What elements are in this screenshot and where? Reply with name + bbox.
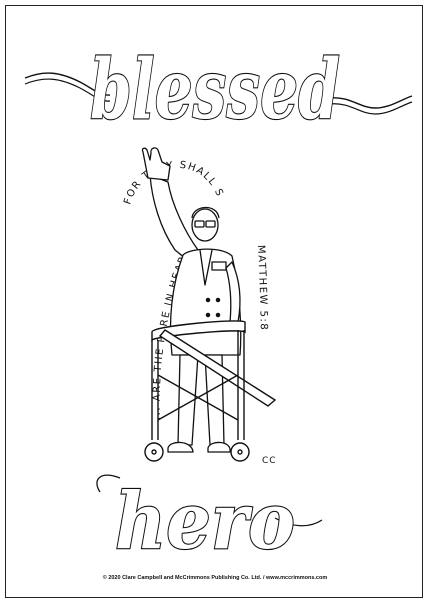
hair	[191, 206, 220, 219]
blessed-swash-left	[24, 72, 111, 96]
copyright-line: © 2020 Clare Campbell and McCrimmons Pub…	[102, 575, 328, 581]
walker-wheel-left-icon	[144, 442, 164, 462]
glasses-icon	[194, 220, 205, 228]
title-hero: hero	[115, 476, 295, 567]
hero-swash-right	[274, 517, 323, 527]
blessed-swash-left-inner	[24, 78, 111, 102]
blessed-swash-right-inner	[329, 101, 413, 115]
title-blessed: blessed	[90, 42, 340, 138]
artist-initials: CC	[262, 456, 277, 466]
raised-arm	[149, 174, 199, 263]
verse-right-text: MATTHEW 5:8	[255, 245, 269, 332]
raised-hand-icon	[141, 147, 171, 181]
walker-frame	[144, 320, 277, 462]
lapel	[199, 249, 213, 286]
head	[191, 208, 219, 242]
left-leg	[177, 354, 199, 446]
right-shoe	[207, 441, 231, 453]
blessed-swash-right	[329, 95, 413, 109]
left-shoe	[167, 441, 194, 453]
medals-icon	[211, 261, 227, 271]
walker-wheel-right-icon	[230, 442, 250, 462]
hero-swash-left	[96, 474, 121, 493]
